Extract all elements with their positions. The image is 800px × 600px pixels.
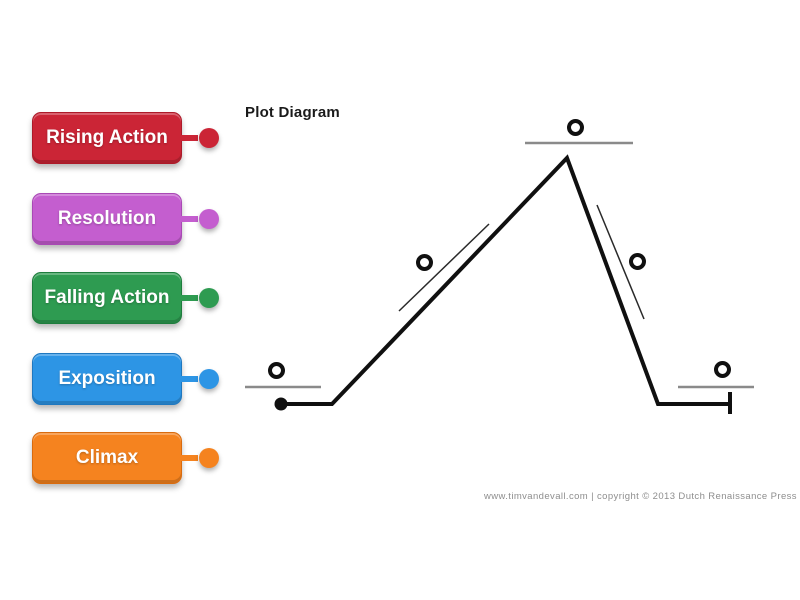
connector-dot[interactable] <box>199 128 219 148</box>
label-chip-text: Rising Action <box>46 127 168 148</box>
label-chip-text: Exposition <box>58 368 156 389</box>
connector-dot[interactable] <box>199 209 219 229</box>
label-chip-text: Resolution <box>57 208 157 229</box>
rising-action-blank-line <box>398 223 490 312</box>
connector-stem <box>181 295 198 301</box>
connector-stem <box>181 455 198 461</box>
label-chip-resolution[interactable]: Resolution <box>32 193 219 245</box>
plot-start-point <box>274 397 288 411</box>
connector-stem <box>181 376 198 382</box>
drop-target-rising-action[interactable] <box>416 254 433 271</box>
connector-dot[interactable] <box>199 288 219 308</box>
connector-stem <box>181 135 198 141</box>
label-chip-exposition[interactable]: Exposition <box>32 353 219 405</box>
label-chip-climax[interactable]: Climax <box>32 432 219 484</box>
connector-dot[interactable] <box>199 448 219 468</box>
label-chip-rising-action[interactable]: Rising Action <box>32 112 219 164</box>
footer-credit: www.timvandevall.com | copyright © 2013 … <box>484 491 797 502</box>
connector-dot[interactable] <box>199 369 219 389</box>
drop-target-climax[interactable] <box>567 119 584 136</box>
drop-target-exposition[interactable] <box>268 362 285 379</box>
falling-action-blank-line <box>596 204 645 320</box>
plot-line <box>281 154 730 406</box>
label-chip-text: Falling Action <box>44 287 170 308</box>
label-chip-text: Climax <box>75 447 139 468</box>
connector-stem <box>181 216 198 222</box>
label-chip-falling-action[interactable]: Falling Action <box>32 272 219 324</box>
page-title: Plot Diagram <box>245 104 340 121</box>
drop-target-resolution[interactable] <box>714 361 731 378</box>
drop-target-falling-action[interactable] <box>629 253 646 270</box>
